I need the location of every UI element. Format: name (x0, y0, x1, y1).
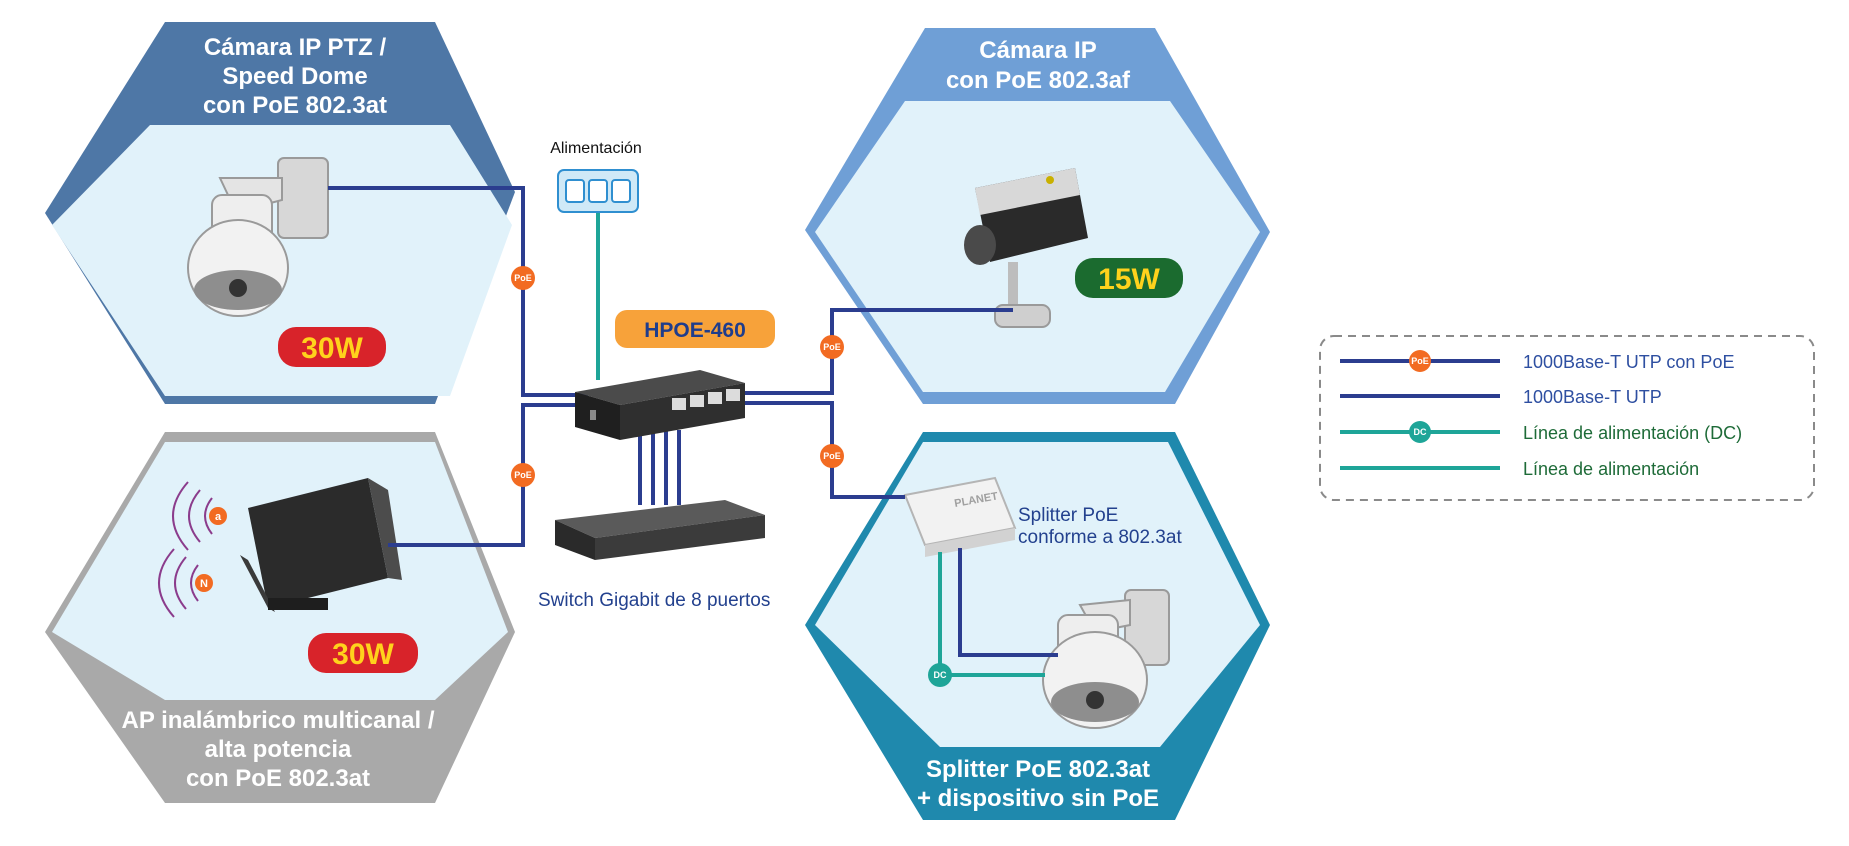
model-badge (615, 310, 775, 348)
poe-badge-label: PoE (514, 470, 532, 480)
ap-watt-label: 30W (332, 638, 394, 671)
poe-badge-icon (511, 463, 535, 487)
legend-poe-icon (1409, 350, 1431, 372)
poe-badge-label: PoE (823, 342, 841, 352)
hex-ptz-title-1: Cámara IP PTZ / (204, 34, 387, 61)
ptz-watt-label: 30W (301, 332, 363, 365)
hex-ptz-title-2: Speed Dome (222, 63, 367, 90)
hex-ap: AP inalámbrico multicanal / alta potenci… (45, 432, 515, 803)
legend-item-1: 1000Base-T UTP con PoE (1523, 352, 1734, 372)
gigabit-switch-image (555, 500, 765, 560)
hex-ipcam: Cámara IP con PoE 802.3af 15W (805, 28, 1270, 404)
hex-ptz: Cámara IP PTZ / Speed Dome con PoE 802.3… (45, 22, 515, 404)
legend-item-2: 1000Base-T UTP (1523, 387, 1662, 407)
power-outlet-icon (557, 169, 639, 213)
poe-badge-icon (820, 444, 844, 468)
poe-badge-label: PoE (514, 273, 532, 283)
poe-badges: PoE PoE PoE PoE DC (511, 266, 952, 687)
hex-ptz-title-3: con PoE 802.3at (203, 92, 387, 119)
splitter-label-2: conforme a 802.3at (1018, 527, 1182, 548)
ap-band-a-label: a (215, 511, 222, 523)
splitter-device-image: PLANET (903, 476, 1017, 557)
ap-band-n-label: N (200, 578, 208, 590)
poe-badge-icon (511, 266, 535, 290)
ap-watt-badge (308, 633, 418, 673)
legend-poe-label: PoE (1411, 356, 1429, 366)
ptz-camera-image (187, 157, 329, 317)
link-uplink-bundle (638, 430, 681, 505)
ipcam-watt-badge (1075, 258, 1183, 298)
dc-badge-label: DC (934, 670, 947, 680)
hex-ipcam-title-2: con PoE 802.3af (946, 67, 1131, 94)
legend-item-3: Línea de alimentación (DC) (1523, 423, 1742, 443)
hex-splitter-title-2: + dispositivo sin PoE (917, 785, 1159, 812)
poe-badge-label: PoE (823, 451, 841, 461)
hex-ap-title-1: AP inalámbrico multicanal / (122, 707, 435, 734)
legend-dc-icon (1409, 421, 1431, 443)
dc-badge-icon (928, 663, 952, 687)
hex-ap-title-3: con PoE 802.3at (186, 765, 370, 792)
legend-dc-label: DC (1414, 427, 1427, 437)
link-splitter-utp (958, 548, 1058, 657)
access-point-image (240, 478, 402, 612)
ap-band-n-icon (195, 574, 213, 592)
hex-ipcam-title-1: Cámara IP (979, 37, 1096, 64)
power-label: Alimentación (550, 140, 642, 157)
legend: PoE 1000Base-T UTP con PoE 1000Base-T UT… (1319, 335, 1815, 501)
hex-splitter: Splitter PoE 802.3at + dispositivo sin P… (805, 432, 1270, 820)
switch-label: Switch Gigabit de 8 puertos (538, 590, 770, 611)
legend-item-4: Línea de alimentación (1523, 459, 1699, 479)
splitter-label-1: Splitter PoE (1018, 505, 1118, 526)
speed-dome-image (1042, 589, 1170, 729)
model-label: HPOE-460 (644, 319, 746, 342)
hpoe-injector-image (575, 370, 745, 440)
ipcam-watt-label: 15W (1098, 263, 1160, 296)
poe-badge-icon (820, 335, 844, 359)
ap-band-a-icon (209, 507, 227, 525)
hex-splitter-title-1: Splitter PoE 802.3at (926, 756, 1150, 783)
hex-ap-title-2: alta potencia (205, 736, 352, 763)
ptz-watt-badge (278, 327, 386, 367)
link-ptz (328, 186, 588, 397)
wifi-signal-icon (158, 481, 213, 618)
